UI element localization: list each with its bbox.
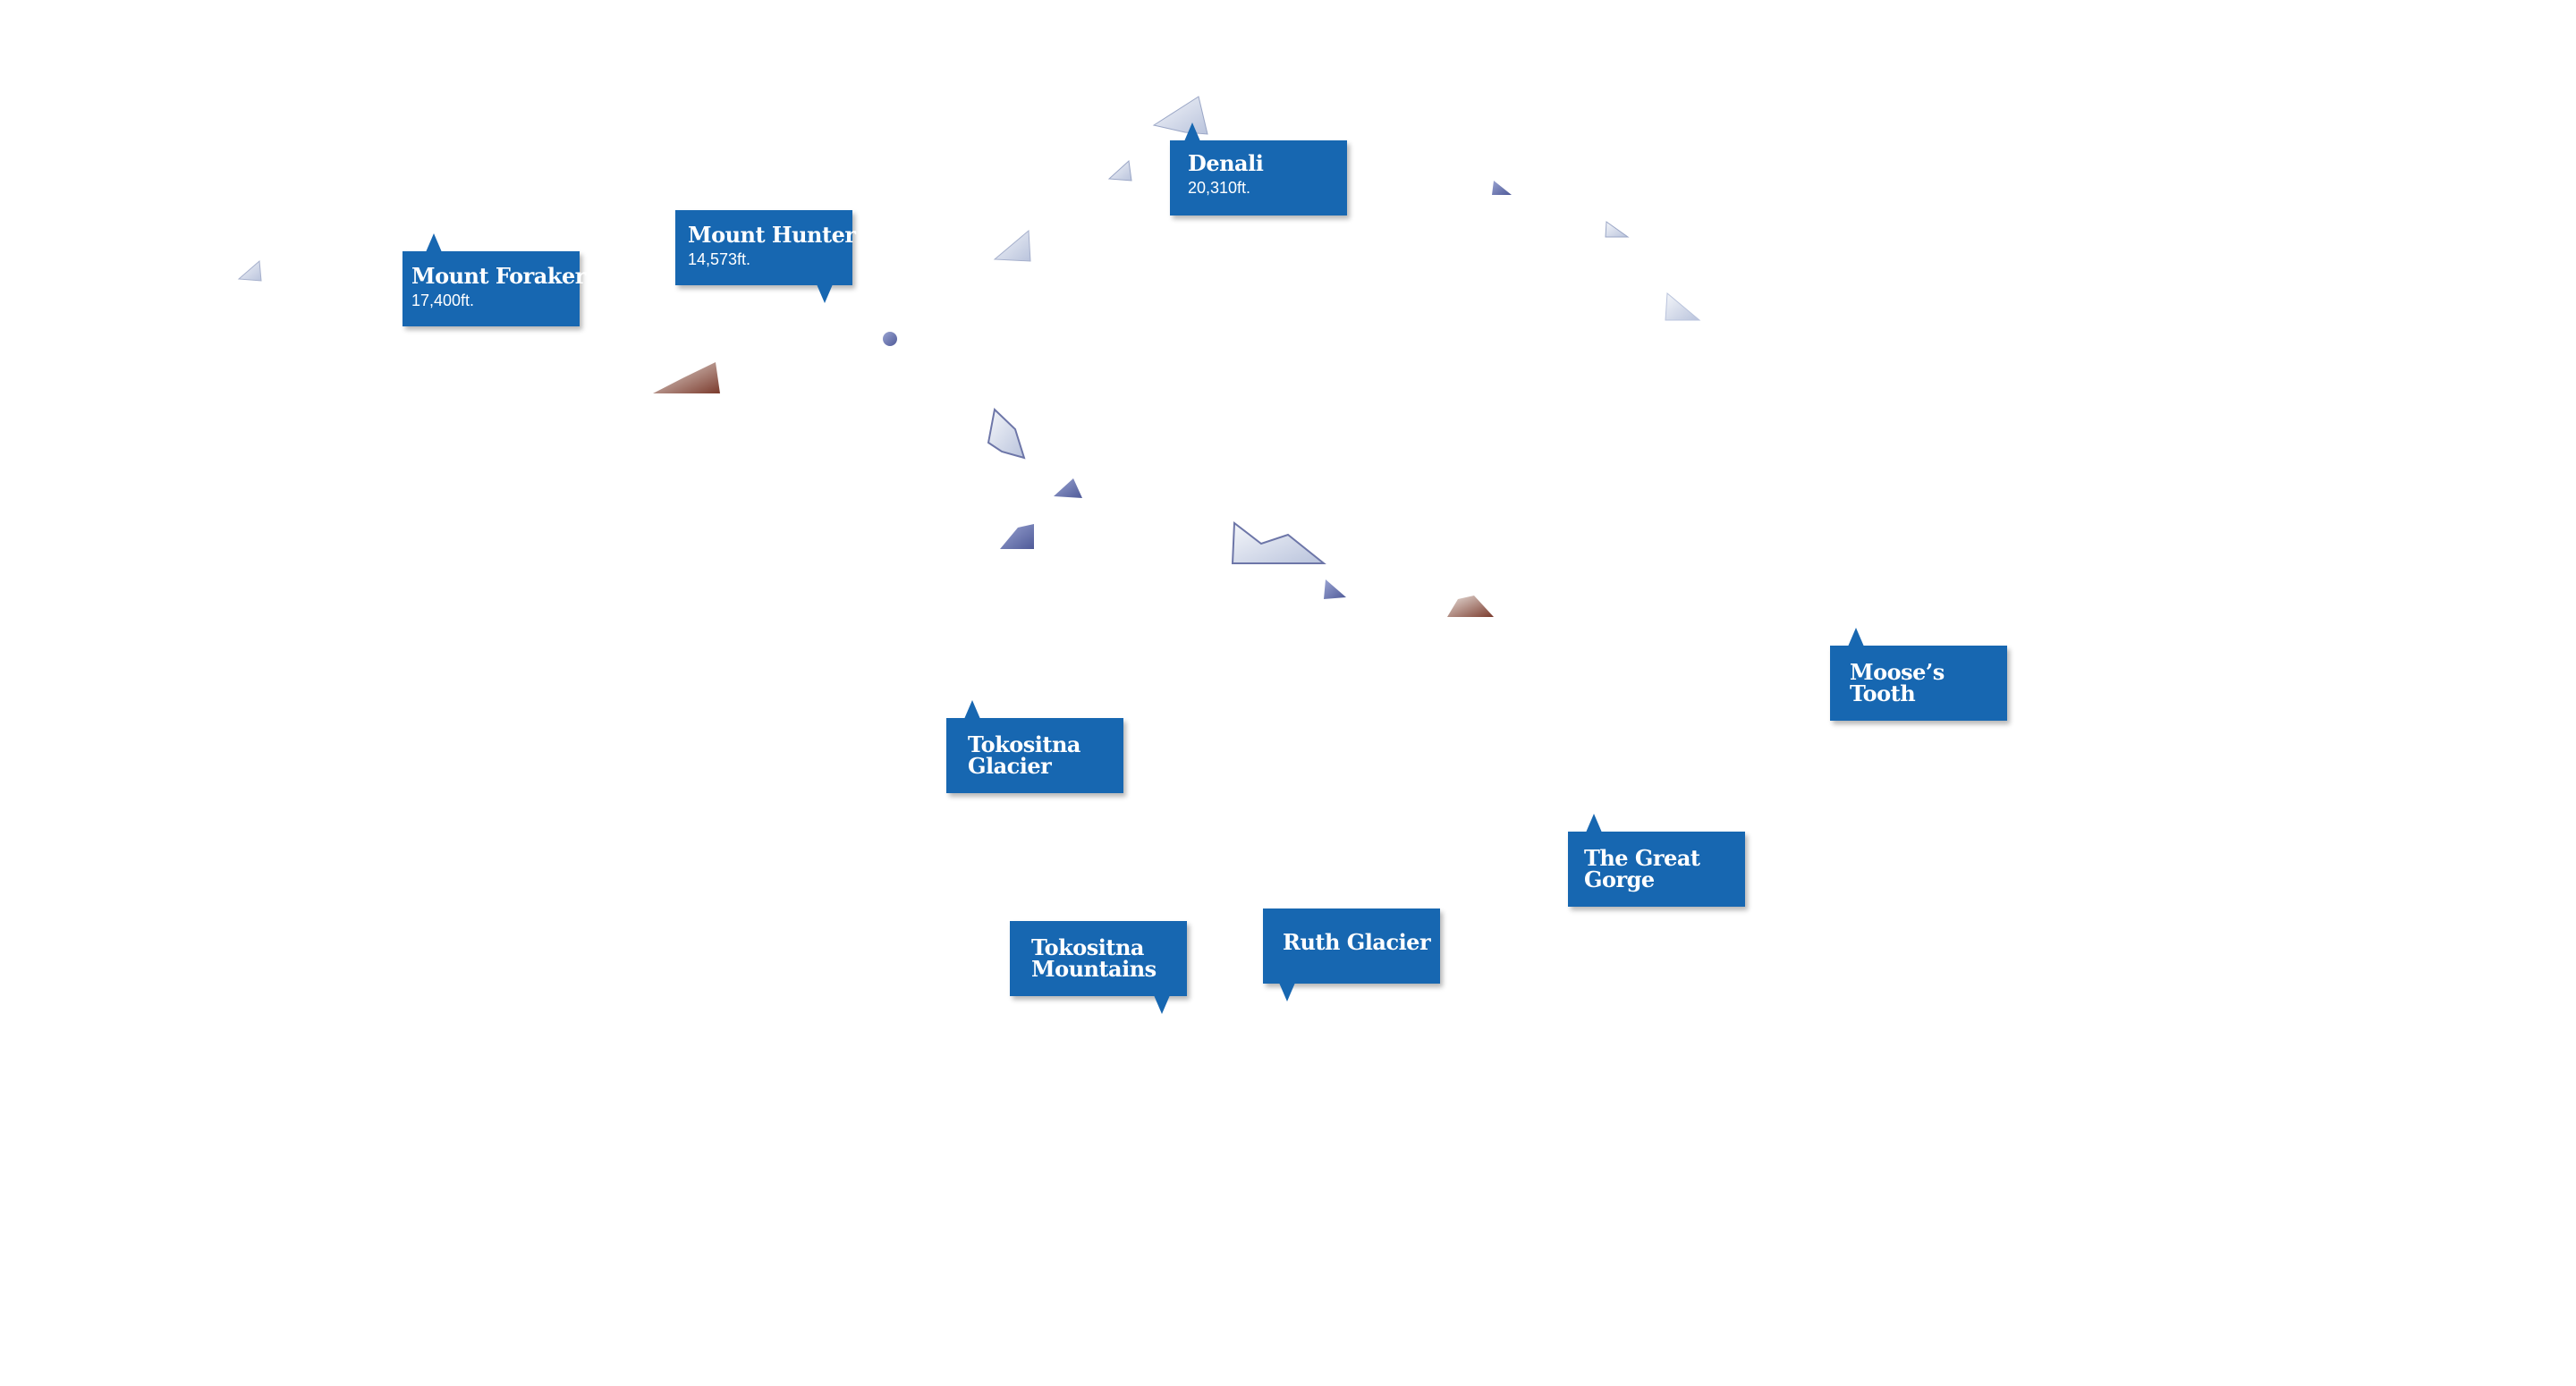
label-pointer <box>1184 123 1200 141</box>
peak-fragment <box>237 259 262 282</box>
label-pointer <box>1848 628 1864 647</box>
denali-elevation: 20,310ft. <box>1188 179 1251 197</box>
mooses-tooth-name: Moose’s Tooth <box>1850 659 1945 706</box>
label-pointer <box>1586 814 1602 832</box>
peak-fragment <box>1447 596 1494 617</box>
the-great-gorge-label[interactable]: The Great Gorge <box>1568 814 1745 907</box>
peak-fragment <box>1492 181 1512 195</box>
mount-hunter-elevation: 14,573ft. <box>688 250 751 268</box>
tokositna-glacier-label[interactable]: Tokositna Glacier <box>946 700 1123 793</box>
peak-fragment <box>1665 292 1701 321</box>
peak-fragment <box>653 362 720 393</box>
ruth-glacier-label[interactable]: Ruth Glacier <box>1263 909 1440 1001</box>
tokositna-mountains-label[interactable]: Tokositna Mountains <box>1010 921 1187 1014</box>
denali-label[interactable]: Denali 20,310ft. <box>1170 123 1347 216</box>
tokositna-mountains-name: Tokositna Mountains <box>1031 934 1157 982</box>
label-pointer <box>1279 983 1295 1001</box>
the-great-gorge-name: The Great Gorge <box>1584 845 1700 892</box>
label-pointer <box>426 233 442 252</box>
tokositna-glacier-name: Tokositna Glacier <box>968 731 1080 779</box>
mount-hunter-name: Mount Hunter <box>688 222 856 248</box>
peak-fragment <box>987 408 1026 460</box>
label-pointer <box>964 700 980 719</box>
peak-fragment <box>1605 221 1630 238</box>
peak-fragment <box>883 332 897 346</box>
label-pointer <box>817 284 833 303</box>
mount-foraker-label[interactable]: Mount Foraker 17,400ft. <box>402 233 586 326</box>
mount-foraker-elevation: 17,400ft. <box>411 292 475 309</box>
peak-fragment <box>1054 478 1082 498</box>
mount-hunter-label[interactable]: Mount Hunter 14,573ft. <box>675 210 856 303</box>
mooses-tooth-label[interactable]: Moose’s Tooth <box>1830 628 2007 721</box>
peak-fragment <box>1107 159 1132 182</box>
denali-name: Denali <box>1188 150 1264 176</box>
ruth-glacier-name: Ruth Glacier <box>1283 929 1431 955</box>
peak-fragment <box>1231 521 1326 564</box>
mount-foraker-name: Mount Foraker <box>411 263 586 289</box>
peak-fragment <box>993 229 1031 262</box>
peak-fragment <box>1000 524 1034 549</box>
label-pointer <box>1154 995 1170 1014</box>
peak-fragment <box>1324 579 1346 599</box>
